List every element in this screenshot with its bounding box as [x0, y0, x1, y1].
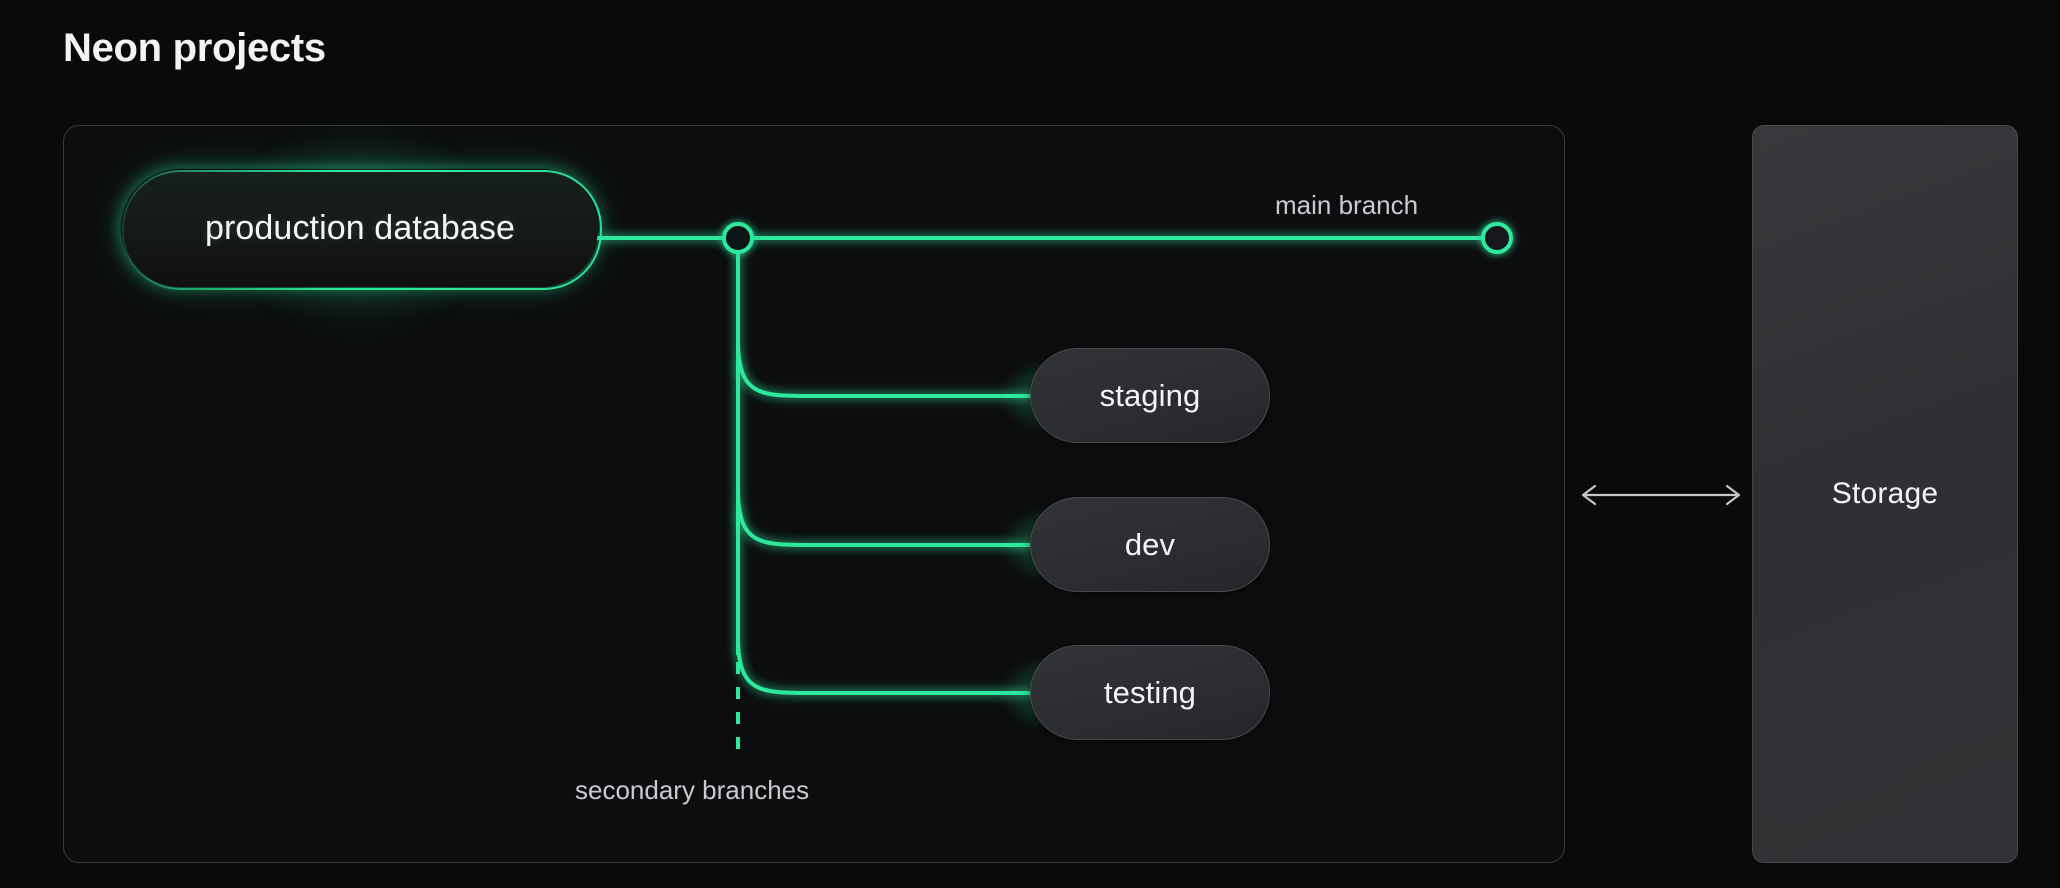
production-database-label: production database — [204, 208, 516, 247]
branch-node-staging-label: staging — [1099, 377, 1201, 413]
storage-bidirectional-arrow — [1581, 484, 1741, 506]
branch-node-dev[interactable]: dev — [1030, 497, 1270, 592]
branch-node-dev-label: dev — [1124, 526, 1176, 562]
storage-panel[interactable]: Storage — [1752, 125, 2018, 863]
branch-node-testing-label: testing — [1103, 674, 1197, 710]
production-database-node[interactable]: production database — [2, 45, 718, 411]
branch-node-staging[interactable]: staging — [1030, 348, 1270, 443]
storage-label: Storage — [1831, 477, 1939, 510]
production-database-body: production database — [122, 170, 598, 286]
main-branch-label: main branch — [1275, 190, 1419, 220]
branch-node-testing[interactable]: testing — [1030, 645, 1270, 740]
secondary-branches-label: secondary branches — [575, 775, 810, 805]
page-title: Neon projects — [63, 26, 326, 71]
